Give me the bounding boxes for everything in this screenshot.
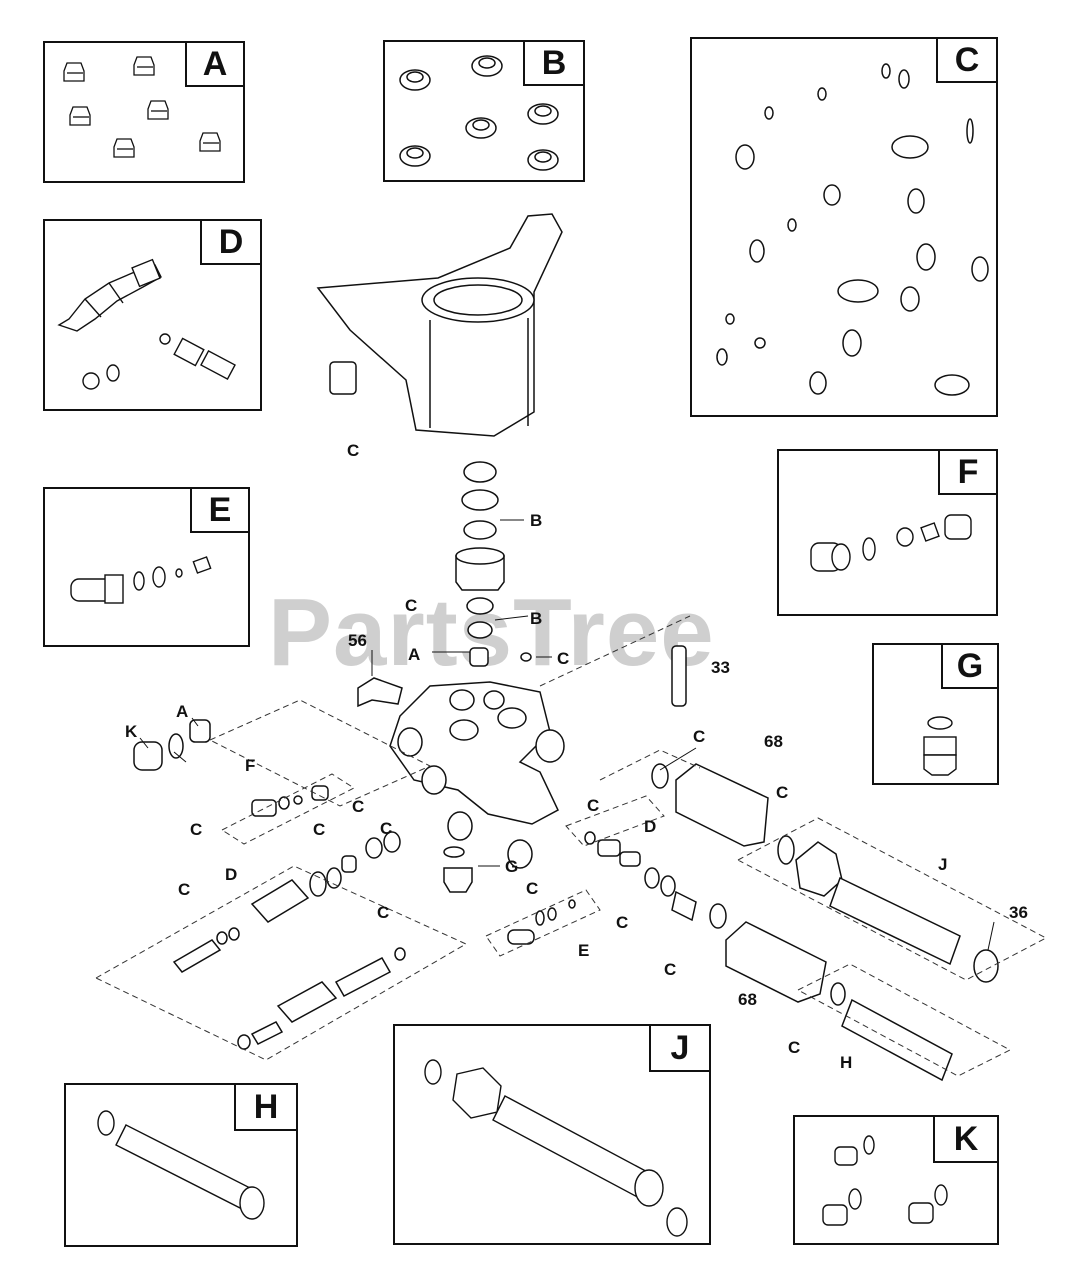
inset-d-label: D [200, 219, 262, 265]
inset-box-e: E [43, 487, 250, 647]
inset-e-parts [70, 556, 212, 604]
callout-c-group2: C [380, 819, 393, 838]
callout-c-f: C [313, 820, 326, 839]
inset-box-h: H [64, 1083, 298, 1247]
callout-g: G [505, 857, 519, 876]
inset-c-label: C [936, 37, 998, 83]
callout-36: 36 [1009, 903, 1028, 922]
callout-d-right: D [644, 817, 657, 836]
callout-c-right2: C [587, 796, 600, 815]
inset-h-label: H [234, 1083, 298, 1131]
inset-box-c: C [690, 37, 998, 417]
callout-d-left: D [225, 865, 238, 884]
inset-k-parts [822, 1135, 948, 1226]
callout-a-left: A [176, 702, 189, 721]
callout-c-right6: C [788, 1038, 801, 1057]
callout-33: 33 [711, 658, 730, 677]
callout-e: E [578, 941, 590, 960]
callout-c-housing: C [347, 441, 360, 460]
inset-f-label: F [938, 449, 998, 495]
inset-box-b: B [383, 40, 585, 182]
inset-g-parts [923, 716, 957, 776]
callout-68-upper: 68 [764, 732, 783, 751]
callout-68-lower: 68 [738, 990, 757, 1009]
callout-b-lower: B [530, 609, 543, 628]
inset-d-parts [57, 258, 236, 390]
pump-housing [316, 213, 563, 437]
callout-c-right3: C [616, 913, 629, 932]
inset-k-label: K [933, 1115, 999, 1163]
callout-c-center: C [557, 649, 570, 668]
inset-j-label: J [649, 1024, 711, 1072]
callout-b-upper: B [530, 511, 543, 530]
inset-b-label: B [523, 40, 585, 86]
callout-f: F [245, 756, 256, 775]
inset-box-k: K [793, 1115, 999, 1245]
callout-c-e: C [526, 879, 539, 898]
callout-h: H [840, 1053, 853, 1072]
inset-e-label: E [190, 487, 250, 533]
inset-box-j: J [393, 1024, 711, 1245]
callout-j: J [938, 855, 948, 874]
callout-c-right1: C [693, 727, 706, 746]
callout-k: K [125, 722, 138, 741]
inset-g-label: G [941, 643, 999, 689]
callout-c-right4: C [664, 960, 677, 979]
inset-box-g: G [872, 643, 999, 785]
callout-c-right5: C [776, 783, 789, 802]
inset-a-label: A [185, 41, 245, 87]
inset-a-parts [63, 56, 221, 158]
callout-56: 56 [348, 631, 367, 650]
inset-c-orings [716, 63, 989, 396]
callout-c-middle: C [405, 596, 418, 615]
inset-j-parts [424, 1059, 688, 1237]
inset-box-f: F [777, 449, 998, 616]
inset-b-parts [399, 55, 559, 171]
callout-c-group3: C [178, 880, 191, 899]
inset-h-parts [97, 1110, 265, 1220]
callout-a-center: A [408, 645, 421, 664]
inset-box-d: D [43, 219, 262, 411]
callout-c-k: C [190, 820, 203, 839]
inset-f-parts [810, 514, 972, 572]
callout-c-group1: C [352, 797, 365, 816]
callout-c-group4: C [377, 903, 390, 922]
inset-box-a: A [43, 41, 245, 183]
